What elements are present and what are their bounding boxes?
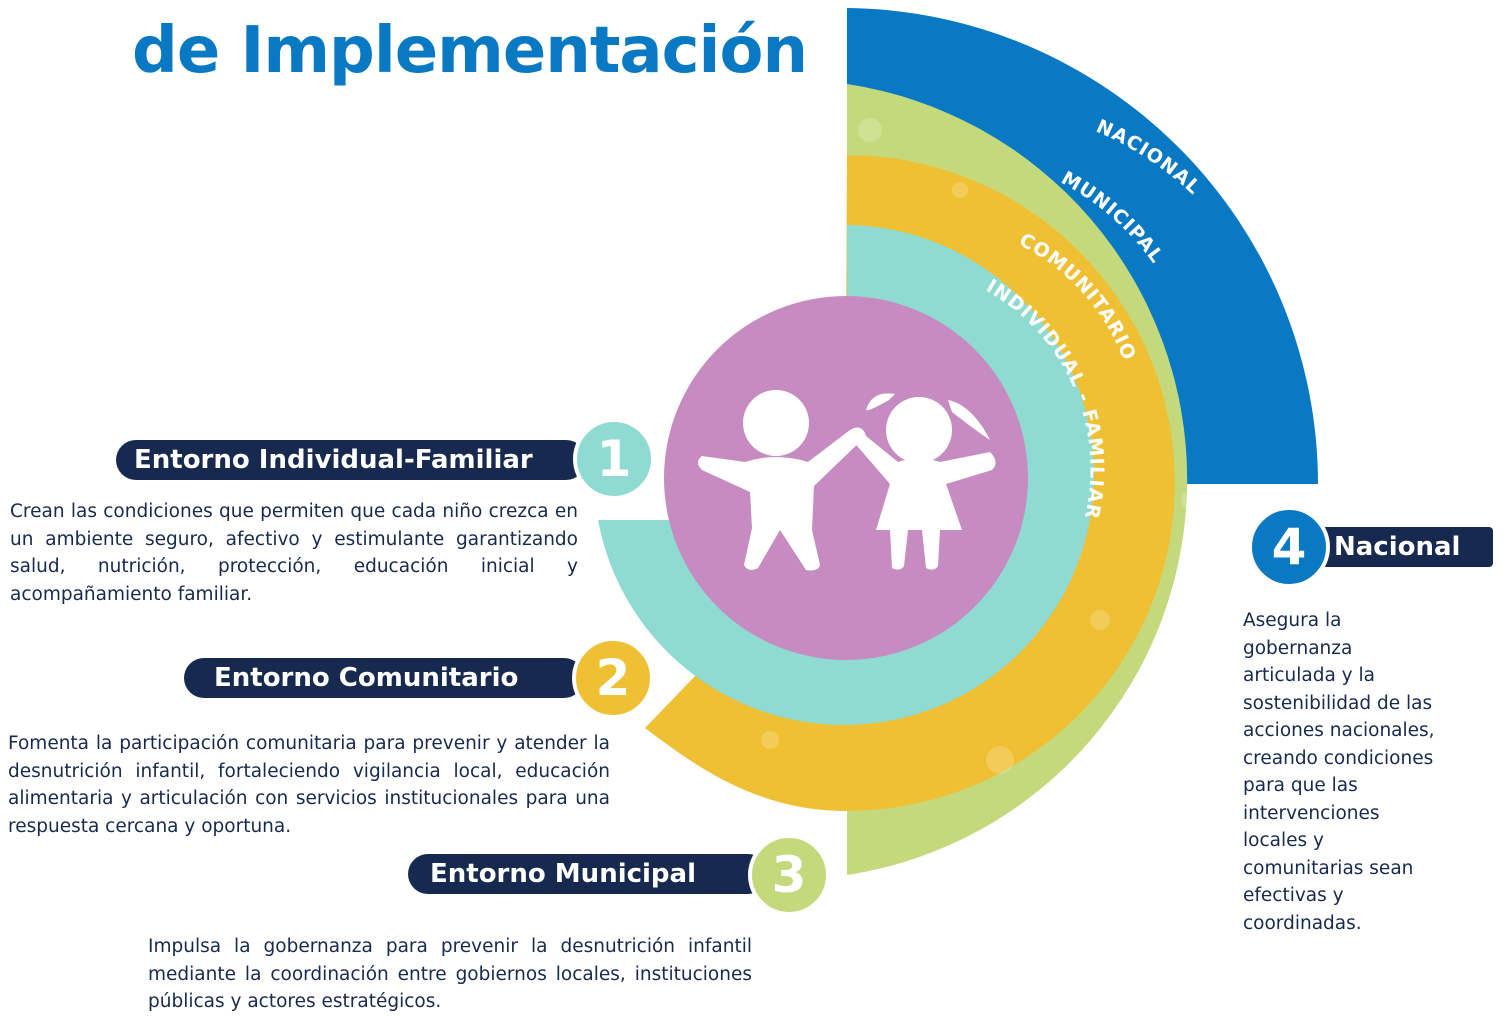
- number-3-badge: 3: [748, 834, 830, 916]
- entorno-nacional-label: Nacional: [1300, 527, 1493, 567]
- entorno-individual-description: Crean las condiciones que permiten que c…: [10, 501, 578, 605]
- entorno-municipal-text: Entorno Municipal: [430, 859, 697, 889]
- entorno-comunitario-label: Entorno Comunitario: [184, 658, 584, 698]
- number-1-badge: 1: [573, 418, 655, 500]
- entorno-nacional-text: Nacional: [1334, 532, 1461, 562]
- entorno-individual-label: Entorno Individual-Familiar: [116, 440, 586, 480]
- entorno-municipal-description: Impulsa la gobernanza para prevenir la d…: [148, 936, 752, 1012]
- entorno-comunitario-text: Entorno Comunitario: [214, 663, 519, 693]
- entorno-municipal-label: Entorno Municipal: [408, 854, 768, 894]
- number-4-badge: 4: [1248, 506, 1330, 588]
- center-circle: [664, 296, 1028, 660]
- entorno-nacional-description: Asegura la gobernanza articulada y la so…: [1243, 610, 1435, 934]
- entorno-individual-text: Entorno Individual-Familiar: [134, 445, 533, 475]
- number-2-badge: 2: [572, 637, 654, 719]
- page-title: de Implementación: [132, 14, 808, 88]
- entorno-comunitario-description: Fomenta la participación comunitaria par…: [8, 733, 610, 837]
- children-icon: [698, 390, 996, 571]
